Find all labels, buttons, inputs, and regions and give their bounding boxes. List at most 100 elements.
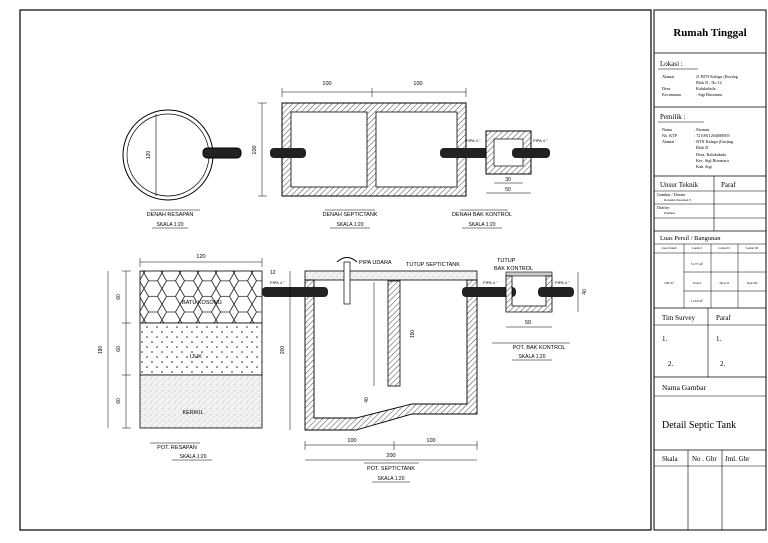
lokasi-heading: Lokasi : bbox=[660, 60, 683, 68]
unsur-teknik-paraf: Paraf bbox=[721, 181, 736, 189]
resapan-section: 120 BATU KOSONG IJUK KERIKIL PIPA 4 " 18… bbox=[98, 254, 310, 461]
luas-land-area: 106 m² bbox=[664, 281, 674, 285]
nama-gambar-heading: Nama Gambar bbox=[662, 383, 706, 392]
pemilik-row-1-label: No. KTP bbox=[662, 133, 678, 138]
resapan-layer3-label: KERIKIL bbox=[182, 410, 203, 416]
bak-section-dim-h: 40 bbox=[582, 289, 588, 295]
pemilik-row-2-value: : BTN Kalagu (Ilus)ing bbox=[694, 139, 734, 144]
resapan-layer2-label: IJUK bbox=[190, 354, 202, 360]
bak-plan-scale: SKALA 1:20 bbox=[469, 222, 496, 228]
septic-section-dim-w1: 100 bbox=[347, 438, 356, 444]
luas-cell-4: 11,6/9 m² bbox=[691, 299, 703, 304]
resapan-plan-title: DENAH RESAPAN bbox=[147, 212, 194, 218]
luas-cell-2: Teras II bbox=[719, 281, 729, 285]
pemilik-row-3-value: Blok D bbox=[696, 145, 708, 150]
drawing-frame bbox=[19, 9, 652, 531]
septic-plan: 100 100 100 DENAH SEPTICTANK SKALA 1:20 bbox=[252, 81, 498, 229]
gambar-label: Gambar / Desain bbox=[657, 192, 686, 197]
septic-section-dim-w2: 100 bbox=[426, 438, 435, 444]
bak-tutup-line2: BAK KONTROL bbox=[494, 266, 533, 272]
resapan-section-title: POT. RESAPAN bbox=[157, 445, 197, 451]
gambar-value: Konsultn Desainan Y bbox=[664, 198, 692, 202]
survey-p1: 1. bbox=[716, 335, 722, 343]
drafter-label: Drafter bbox=[657, 205, 670, 210]
resapan-section-dim-b: 60 bbox=[116, 346, 122, 352]
resapan-plan: 120 DENAH RESAPAN SKALA 1:20 bbox=[122, 109, 242, 229]
bak-section-scale: SKALA 1:20 bbox=[519, 354, 546, 360]
resapan-section-dim-w: 120 bbox=[196, 254, 205, 260]
survey-heading: Tim Survey bbox=[662, 314, 696, 322]
pemilik-row-1-value: : 7210011204680005 bbox=[694, 133, 730, 138]
resapan-plan-scale: SKALA 1:20 bbox=[157, 222, 184, 228]
bak-tutup-line1: TUTUP bbox=[497, 258, 516, 264]
septic-section-dim-h: 200 bbox=[280, 346, 286, 355]
septic-section-dim-baffle: 150 bbox=[410, 330, 416, 339]
resapan-plan-dim-dia: 120 bbox=[146, 151, 152, 160]
bak-plan-dim-inner: 30 bbox=[505, 177, 511, 183]
lokasi-row-3-value: : Sigi Biromaru bbox=[696, 92, 723, 97]
lokasi-row-0-value: Jl. BTN Kalagu (Ilus)ing bbox=[696, 74, 739, 79]
pemilik-row-4-value: Desa. Kalukubula bbox=[696, 152, 726, 157]
luas-cell-0: 51,7/5 m² bbox=[691, 262, 703, 267]
lokasi-row-3-label: Kecamatan bbox=[662, 92, 682, 97]
survey-n1: 1. bbox=[662, 335, 668, 343]
septic-section-title: POT. SEPTICTANK bbox=[367, 466, 415, 472]
title-block: Rumah Tinggal Lokasi : Alamat Jl. BTN Ka… bbox=[653, 9, 767, 531]
pemilik-row-0-value: : Farman bbox=[694, 127, 710, 132]
footer-skala: Skala bbox=[662, 455, 678, 463]
septic-section-scale: SKALA 1:20 bbox=[378, 476, 405, 482]
footer-jml-gbr: Jml. Gbr bbox=[725, 455, 750, 463]
luas-col-0: Luas Tanah bbox=[662, 246, 677, 250]
pemilik-row-5-value: Kec. Sigi Biromaru bbox=[696, 158, 730, 163]
septic-section-dim-top: 12 bbox=[270, 270, 276, 276]
pemilik-row-0-label: Nama bbox=[662, 127, 672, 132]
septic-tutup-label: TUTUP SEPTICTANK bbox=[406, 262, 460, 268]
survey-paraf: Paraf bbox=[716, 314, 731, 322]
septic-section-dim-bottom: 40 bbox=[364, 397, 370, 403]
bak-section-dim-w: 50 bbox=[525, 320, 531, 326]
luas-cell-1: Teras I bbox=[693, 281, 702, 285]
resapan-section-pipe: PIPA 4 " bbox=[270, 280, 285, 285]
septic-pipa-udara: PIPA UDARA bbox=[359, 260, 392, 266]
septic-plan-scale: SKALA 1:20 bbox=[337, 222, 364, 228]
resapan-layer1-label: BATU KOSONG bbox=[182, 300, 222, 306]
pemilik-heading: Pemilik : bbox=[660, 113, 686, 121]
septic-plan-dim-w2: 100 bbox=[413, 81, 422, 87]
unsur-teknik-heading: Unsur Teknik bbox=[660, 181, 699, 189]
bak-plan: PIPA 4 " PIPA 4 " 30 50 DENAH BAK KONTRO… bbox=[452, 130, 550, 229]
luas-heading: Luas Persil / Bangunan bbox=[660, 235, 721, 242]
luas-cell-3: Teras III bbox=[747, 281, 758, 285]
septic-section: PIPA UDARA TUTUP SEPTICTANK 12 200 150 4… bbox=[270, 257, 516, 483]
lokasi-row-0-label: Alamat bbox=[662, 74, 675, 79]
resapan-section-scale: SKALA 1:20 bbox=[180, 454, 207, 460]
drafter-value: Pramusa bbox=[664, 211, 676, 215]
footer-no-gbr: No . Gbr bbox=[692, 455, 717, 463]
bak-plan-title: DENAH BAK KONTROL bbox=[452, 212, 512, 218]
septic-plan-dim-h: 100 bbox=[252, 145, 258, 154]
bak-plan-dim-outer: 50 bbox=[505, 187, 511, 193]
resapan-section-dim-c: 60 bbox=[116, 398, 122, 404]
luas-col-1: Lantai I bbox=[692, 246, 702, 250]
bak-section: TUTUP BAK KONTROL PIPA 4 " PIPA 4 " 40 5… bbox=[483, 258, 588, 361]
luas-col-2: Lantai II bbox=[718, 246, 729, 250]
survey-n2: 2. bbox=[668, 360, 674, 368]
septic-section-dim-total: 200 bbox=[386, 453, 395, 459]
survey-p2: 2. bbox=[720, 360, 726, 368]
bak-section-pipe-out: PIPA 4 " bbox=[555, 280, 570, 285]
pemilik-row-2-label: Alamat bbox=[662, 139, 675, 144]
bak-plan-pipe-in: PIPA 4 " bbox=[466, 138, 481, 143]
bak-plan-pipe-out: PIPA 4 " bbox=[533, 138, 548, 143]
lokasi-row-2-value: Kalukubula bbox=[696, 86, 716, 91]
resapan-section-dim-a: 60 bbox=[116, 294, 122, 300]
nama-gambar-value: Detail Septic Tank bbox=[662, 420, 736, 431]
lokasi-row-2-label: Desa bbox=[662, 86, 671, 91]
luas-col-3: Lantai III bbox=[746, 246, 758, 250]
septic-plan-dim-w1: 100 bbox=[322, 81, 331, 87]
project-title: Rumah Tinggal bbox=[673, 27, 746, 39]
pemilik-row-6-value: Kab. Sigi bbox=[696, 164, 713, 169]
bak-section-title: POT. BAK KONTROL bbox=[513, 345, 566, 351]
lokasi-row-1-value: Blok D , No 12 bbox=[696, 80, 722, 86]
bak-section-pipe-in: PIPA 4 " bbox=[483, 280, 498, 285]
resapan-section-dim-total: 180 bbox=[98, 346, 104, 355]
